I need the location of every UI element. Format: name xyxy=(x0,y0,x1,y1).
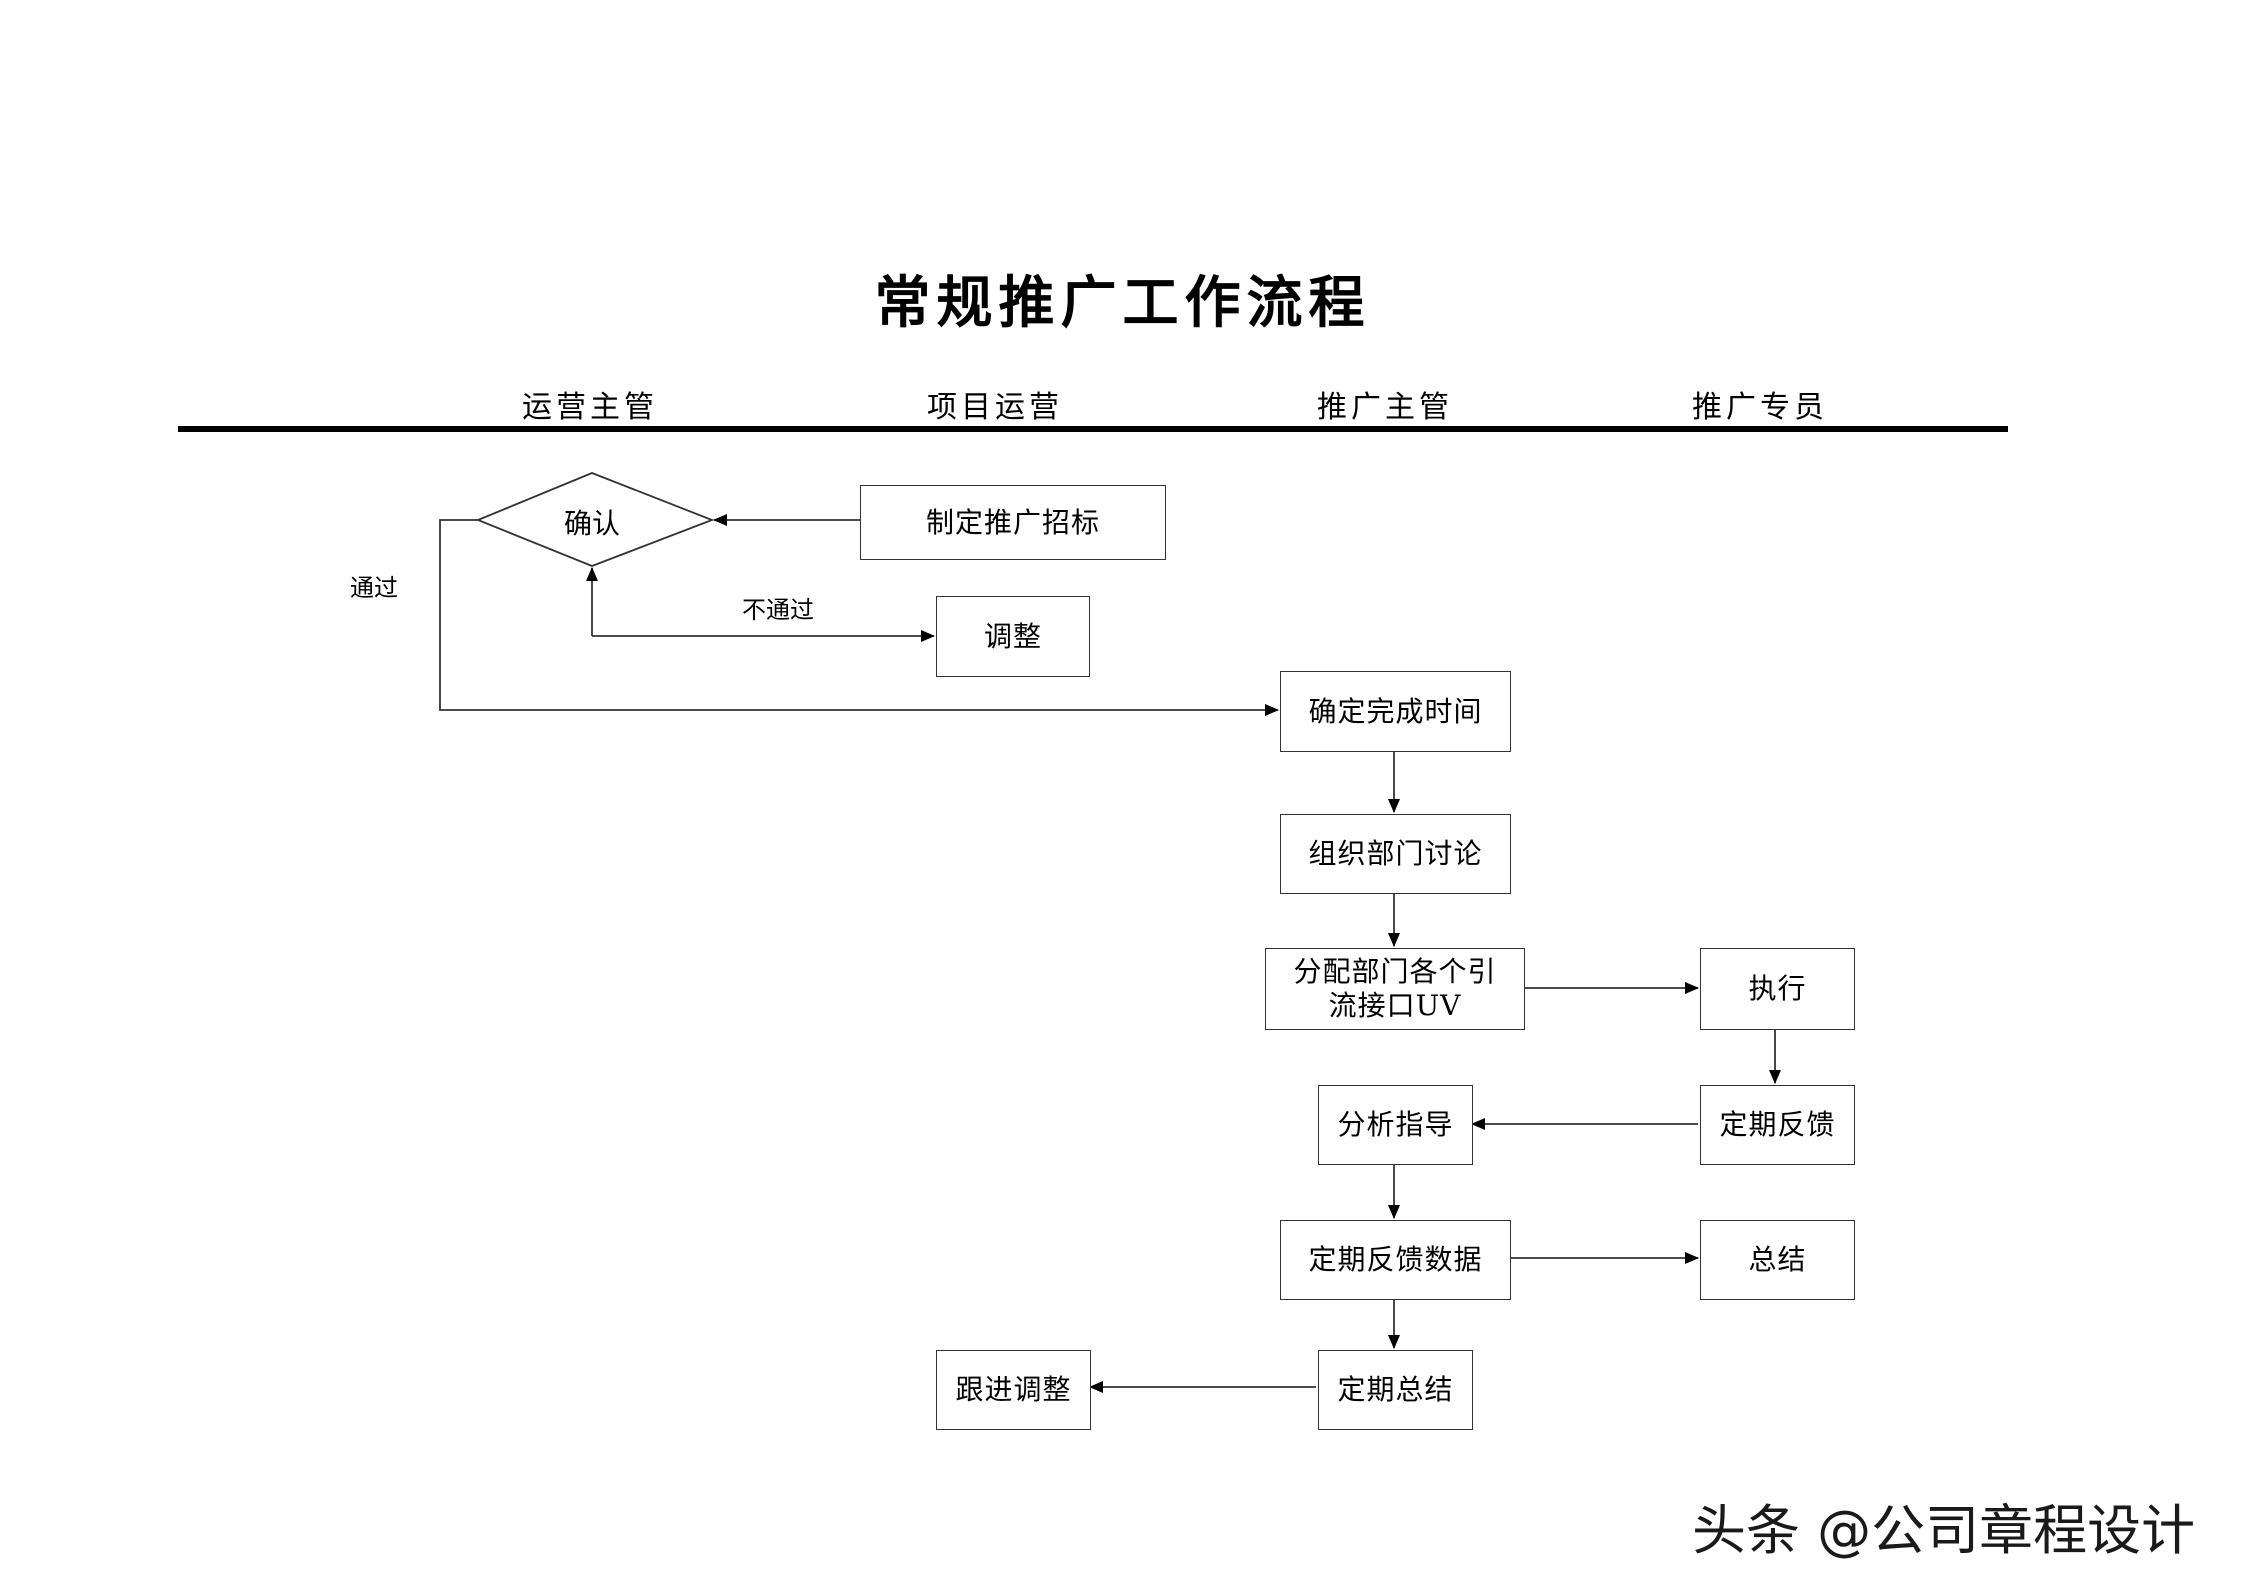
feedback-data-box: 定期反馈数据 xyxy=(1280,1220,1511,1300)
lane-header-ops-manager: 运营主管 xyxy=(522,390,658,425)
pass-label: 通过 xyxy=(350,574,398,602)
periodic-summary-box: 定期总结 xyxy=(1318,1350,1473,1430)
follow-adjust-label: 跟进调整 xyxy=(955,1373,1072,1406)
assign-uv-box: 分配部门各个引 流接口UV xyxy=(1265,948,1525,1030)
set-time-box: 确定完成时间 xyxy=(1280,671,1511,752)
diagram-title: 常规推广工作流程 xyxy=(874,270,1371,336)
make-bid-label: 制定推广招标 xyxy=(925,505,1100,539)
assign-uv-label: 分配部门各个引 流接口UV xyxy=(1293,955,1497,1022)
set-time-label: 确定完成时间 xyxy=(1308,694,1483,728)
dept-discuss-box: 组织部门讨论 xyxy=(1280,814,1511,894)
analysis-box: 分析指导 xyxy=(1318,1085,1473,1165)
lane-header-promo-manager: 推广主管 xyxy=(1317,390,1453,425)
execute-box: 执行 xyxy=(1700,948,1855,1030)
adjust-box: 调整 xyxy=(936,596,1090,677)
feedback-label: 定期反馈 xyxy=(1719,1108,1836,1141)
watermark: 头条 @公司章程设计 xyxy=(1692,1499,2196,1562)
follow-adjust-box: 跟进调整 xyxy=(936,1350,1091,1430)
confirm-diamond-shape xyxy=(475,472,715,567)
lane-header-promo-specialist: 推广专员 xyxy=(1692,390,1828,425)
make-bid-box: 制定推广招标 xyxy=(860,485,1166,560)
lane-header-project-ops: 项目运营 xyxy=(927,390,1063,425)
analysis-label: 分析指导 xyxy=(1337,1108,1454,1141)
feedback-data-label: 定期反馈数据 xyxy=(1308,1243,1483,1276)
periodic-summary-label: 定期总结 xyxy=(1337,1373,1454,1406)
execute-label: 执行 xyxy=(1748,972,1807,1005)
header-divider xyxy=(178,426,2008,432)
dept-discuss-label: 组织部门讨论 xyxy=(1308,837,1483,870)
adjust-label: 调整 xyxy=(983,619,1042,653)
fail-label: 不通过 xyxy=(742,596,814,624)
feedback-box: 定期反馈 xyxy=(1700,1085,1855,1165)
summary-label: 总结 xyxy=(1748,1243,1807,1276)
summary-box: 总结 xyxy=(1700,1220,1855,1300)
edge-pass xyxy=(439,519,1279,716)
confirm-decision: 确认 xyxy=(563,507,620,540)
